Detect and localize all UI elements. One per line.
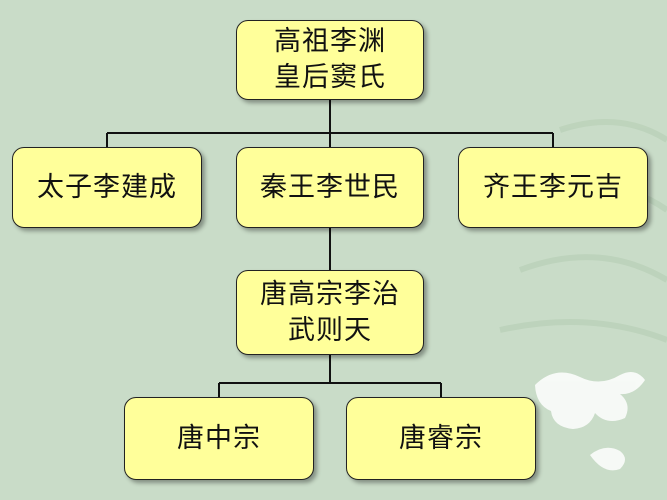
node-prince-qi-label: 齐王李元吉: [483, 171, 623, 203]
node-emperor-zhongzong: 唐中宗: [124, 397, 314, 480]
node-emperor-zhongzong-label: 唐中宗: [177, 422, 261, 454]
node-emperor-gaozu-line1: 高祖李渊: [274, 26, 386, 57]
node-emperor-gaozu: 高祖李渊 皇后窦氏: [236, 20, 424, 100]
node-crown-prince: 太子李建成: [12, 147, 202, 228]
node-emperor-ruizong-label: 唐睿宗: [399, 422, 483, 454]
node-emperor-gaozong-line1: 唐高宗李治: [260, 278, 400, 310]
node-emperor-gaozong-line2: 武则天: [288, 314, 372, 346]
node-prince-qin: 秦王李世民: [236, 147, 424, 228]
node-prince-qi: 齐王李元吉: [458, 147, 648, 228]
node-emperor-gaozong: 唐高宗李治 武则天: [236, 270, 424, 355]
node-emperor-ruizong: 唐睿宗: [346, 397, 536, 480]
node-prince-qin-label: 秦王李世民: [260, 171, 400, 203]
node-crown-prince-label: 太子李建成: [37, 171, 177, 203]
decorative-motif: [535, 371, 645, 471]
node-emperor-gaozu-line2: 皇后窦氏: [274, 62, 386, 93]
